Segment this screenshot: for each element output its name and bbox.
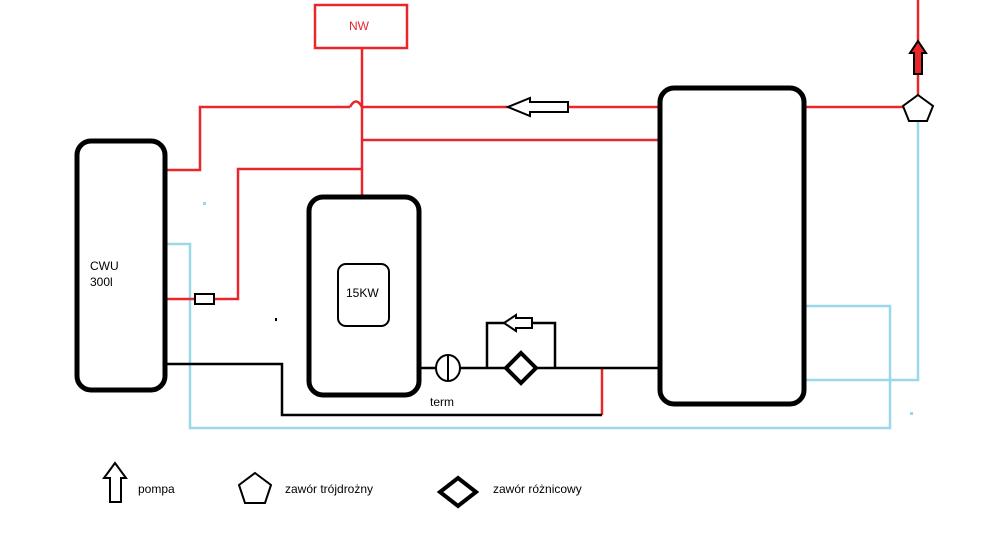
legend: pompa zawór trójdrożny zawór różnicowy xyxy=(102,461,582,509)
cwu-tank: CWU 300l xyxy=(74,138,168,393)
return-dot xyxy=(910,412,913,415)
right-pump-up-arrow-icon xyxy=(908,39,928,75)
legend-pump-label: pompa xyxy=(138,482,175,496)
nw-box: NW xyxy=(313,3,409,50)
nw-label: NW xyxy=(349,19,370,33)
return-pipe-cwu xyxy=(166,242,892,430)
term-label: term xyxy=(430,395,454,409)
return-pipes xyxy=(166,122,920,430)
bypass-pump-left-arrow-icon xyxy=(502,313,533,333)
supply-pipe-right xyxy=(806,0,920,109)
boiler-label: 15KW xyxy=(346,286,379,300)
flow-left-arrow-icon xyxy=(505,96,569,118)
cwu-label-line1: CWU xyxy=(90,259,119,273)
legend-pump-up-arrow-icon xyxy=(102,461,128,503)
legend-three-way-valve-label: zawór trójdrożny xyxy=(285,482,373,496)
legend-diff-valve-diamond-icon xyxy=(436,475,480,509)
supply-pipe-top xyxy=(166,105,350,172)
three-way-valve-pentagon-icon xyxy=(901,93,935,122)
coil-coupling xyxy=(194,293,215,305)
cwu-label-line2: 300l xyxy=(90,275,113,289)
diff-valve-diamond-icon xyxy=(503,350,539,386)
buffer-tank xyxy=(657,85,807,407)
circuit-pipe-cwu-bottom xyxy=(166,362,602,417)
legend-diff-valve-label: zawór różnicowy xyxy=(493,482,582,496)
return-pipe-valve xyxy=(806,122,920,382)
legend-three-way-valve-pentagon-icon xyxy=(237,471,273,504)
dot-mark xyxy=(275,318,277,321)
thermometer-circle-icon xyxy=(435,354,461,382)
supply-pipe-crossing xyxy=(348,100,364,108)
boiler-panel xyxy=(337,263,390,327)
return-dot xyxy=(203,202,206,205)
supply-pipe-coil xyxy=(215,167,362,301)
boiler: 15KW xyxy=(306,194,422,398)
